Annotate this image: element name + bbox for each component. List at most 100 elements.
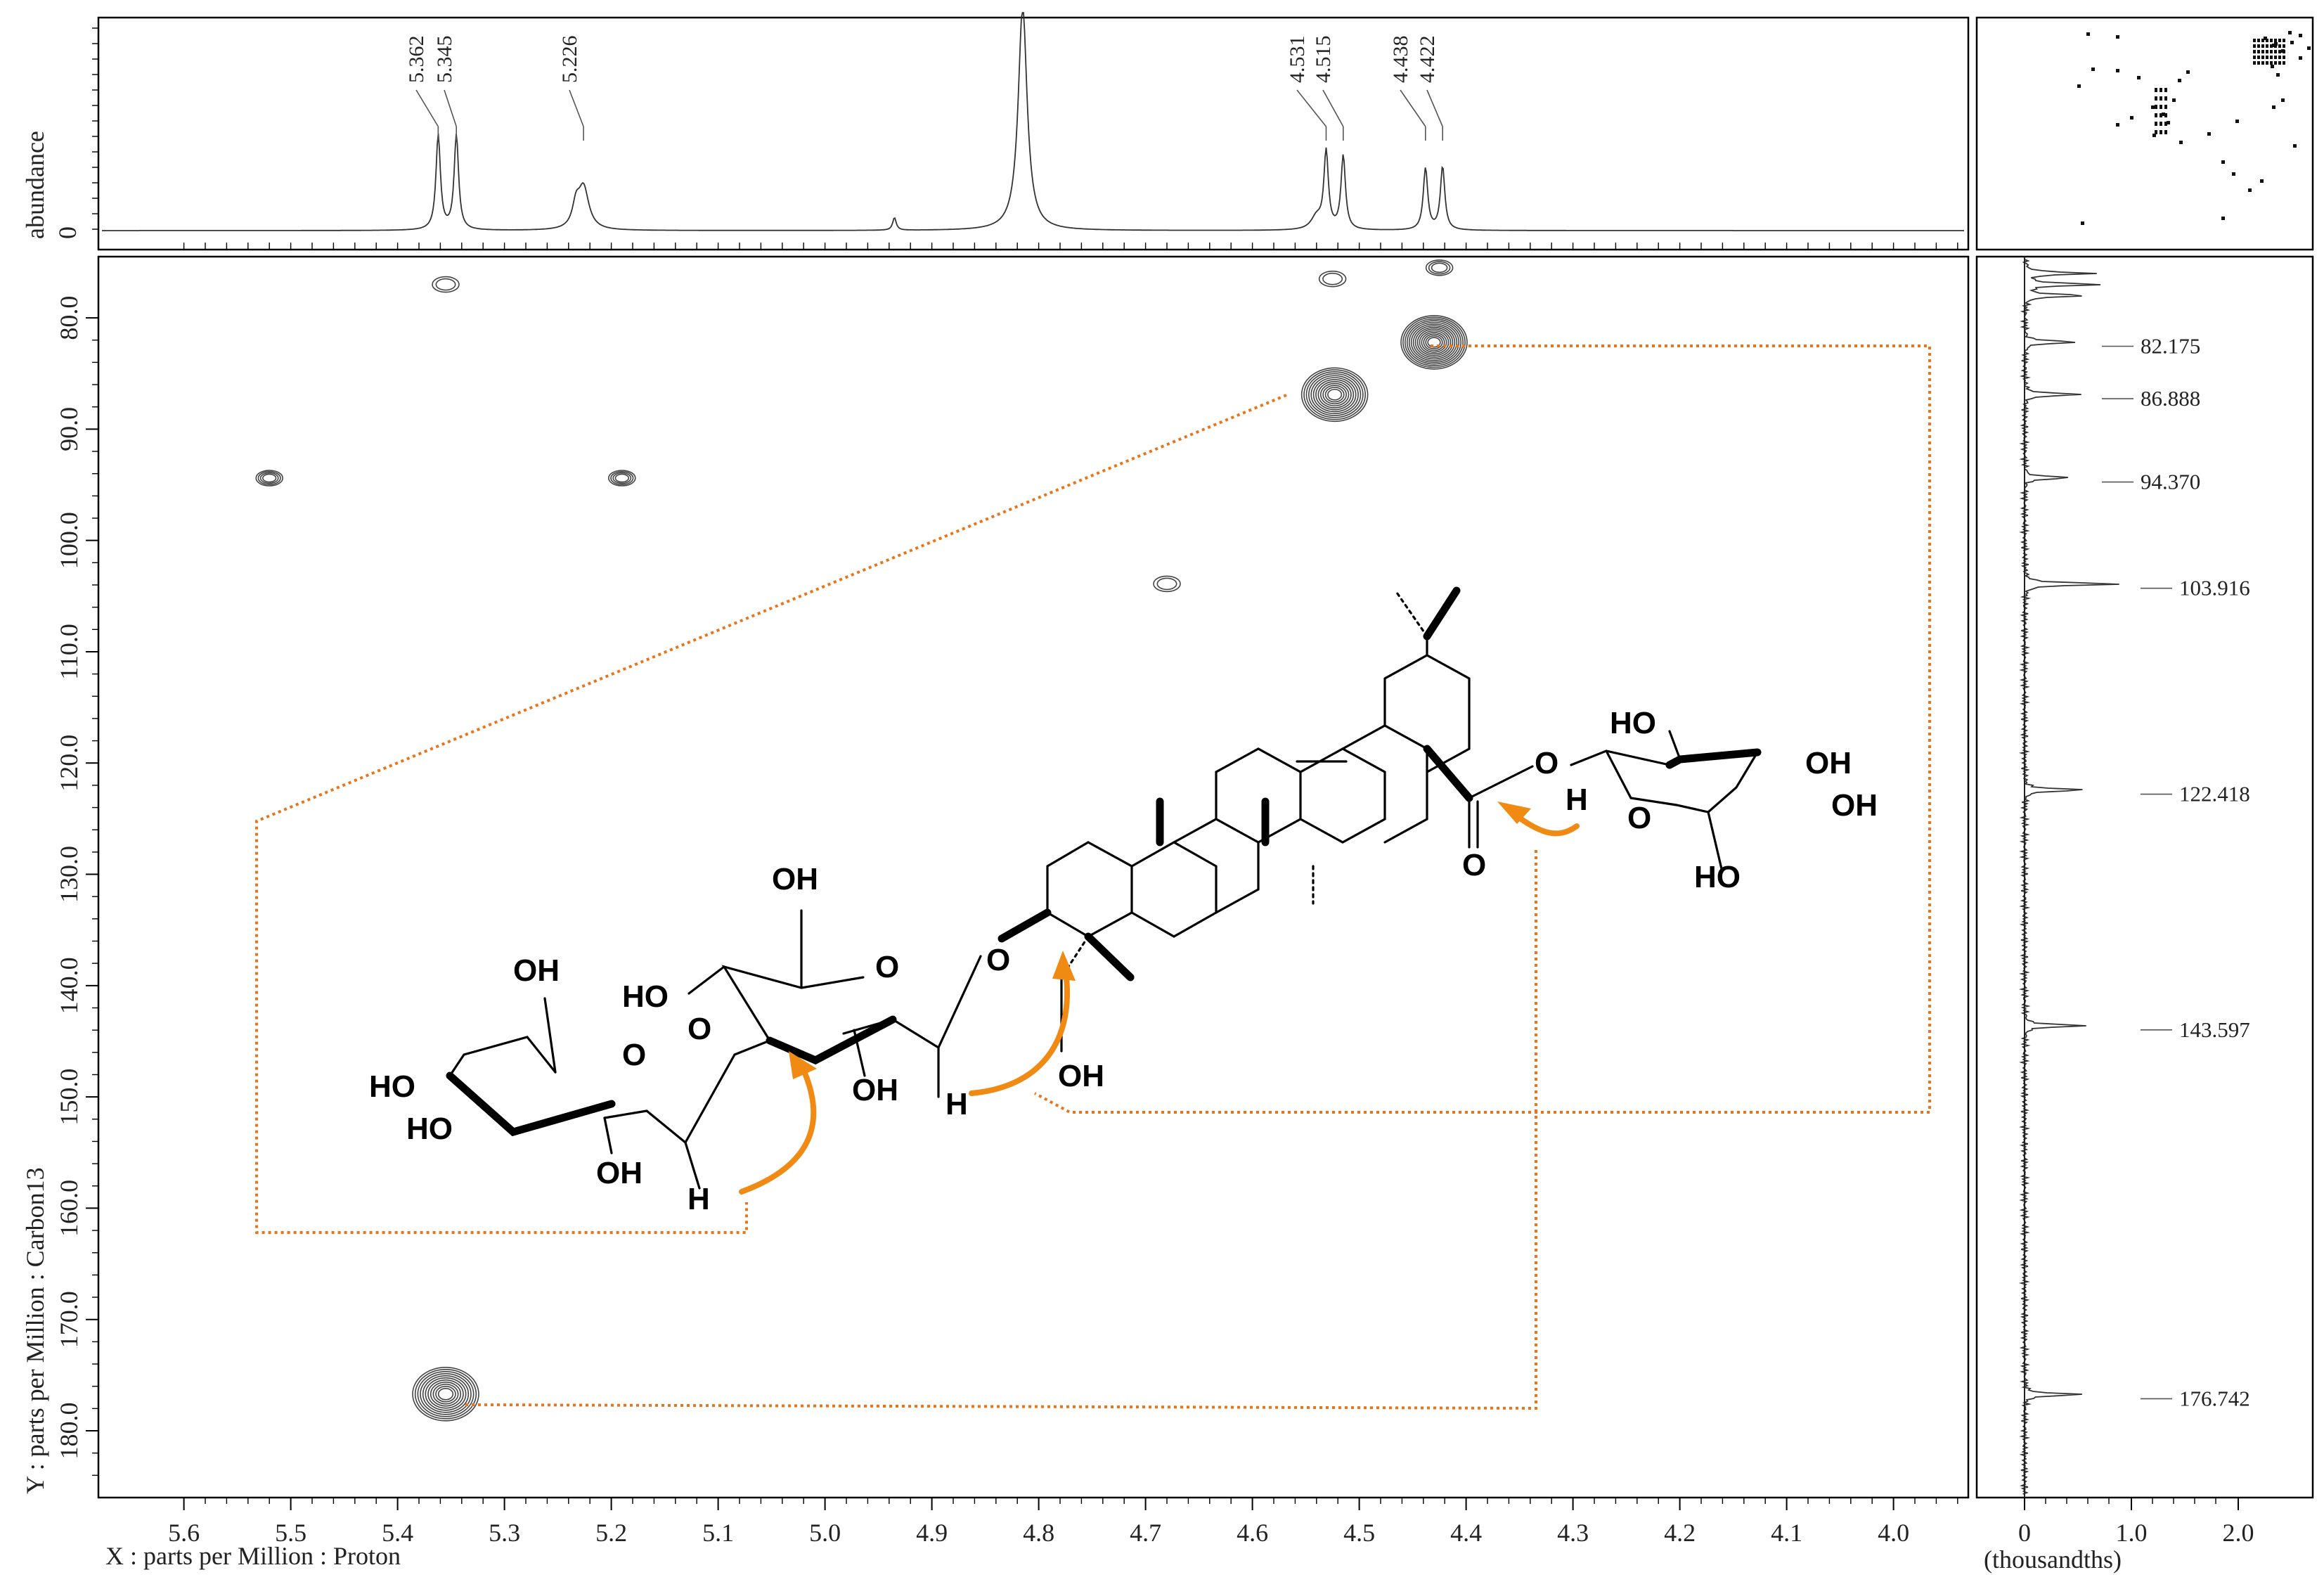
y-tick-label: 80.0 xyxy=(55,296,83,340)
label-oh-ester-c4: OH xyxy=(1831,788,1878,823)
contour-ring xyxy=(432,276,460,293)
y-axis-title: Y : parts per Million : Carbon13 xyxy=(21,1167,49,1494)
contour-ring xyxy=(1310,375,1359,415)
overview-dot-cluster xyxy=(2253,56,2256,59)
ring-d xyxy=(1299,747,1386,844)
x-tick-label: 4.1 xyxy=(1771,1519,1802,1547)
arrow-term-to-inner xyxy=(739,1062,817,1195)
hmbc-arrows xyxy=(739,802,1580,1195)
ester-glc-bold xyxy=(1665,748,1762,769)
peak-leader xyxy=(1322,89,1344,127)
contour-ring xyxy=(417,1370,475,1417)
overview-dot xyxy=(2260,179,2264,183)
label-h-term-anomeric: H xyxy=(687,1182,710,1216)
x-tick-label: 5.6 xyxy=(168,1519,200,1547)
overview-dot-cluster xyxy=(2261,39,2264,42)
top-projection-zero-label: 0 xyxy=(53,226,82,239)
ester-glc-ho-bond xyxy=(1668,730,1681,761)
contour-ring xyxy=(425,1377,467,1411)
contour-ring xyxy=(1428,261,1451,275)
x-tick-label: 4.4 xyxy=(1450,1519,1482,1547)
overview-dot xyxy=(2276,73,2280,77)
c3-o-wedge xyxy=(998,908,1052,943)
label-ho-inner: HO xyxy=(622,979,669,1014)
x-tick-label: 5.3 xyxy=(489,1519,520,1547)
overview-dot-cluster xyxy=(2278,44,2281,48)
overview-dot xyxy=(2264,37,2267,40)
hmbc-plot-frame xyxy=(97,255,1970,1499)
contour-ring xyxy=(1431,262,1448,273)
overview-dot-cluster xyxy=(2160,88,2162,92)
overview-dot-cluster xyxy=(2261,50,2264,53)
arrowhead-inner-to-aglycone xyxy=(1052,951,1076,981)
x-tick-label: 4.7 xyxy=(1130,1519,1161,1547)
overview-dot-cluster xyxy=(2274,56,2277,59)
overview-dot xyxy=(2130,116,2133,120)
overview-dot xyxy=(2271,65,2274,68)
carboxyl-wedge xyxy=(1423,745,1473,802)
right-x-tick-label: 1.0 xyxy=(2116,1519,2148,1547)
peak-leader xyxy=(569,89,584,127)
overview-dot-cluster xyxy=(2278,50,2281,53)
overview-dot xyxy=(2207,132,2211,136)
contour-ring xyxy=(1419,330,1450,355)
overview-dot xyxy=(2152,134,2156,137)
peak-shift-label: 4.438 xyxy=(1389,36,1412,84)
overview-dot-cluster xyxy=(2283,61,2285,65)
ring-a xyxy=(1046,841,1133,938)
overview-dot xyxy=(2293,144,2297,148)
overview-dot xyxy=(2091,67,2095,71)
x-tick-label: 5.2 xyxy=(595,1519,627,1547)
overview-dot-cluster xyxy=(2270,44,2273,48)
overview-dot-cluster xyxy=(2278,39,2281,42)
overview-dot xyxy=(2299,56,2302,60)
contour-ring xyxy=(607,470,636,487)
overview-dot xyxy=(2232,172,2235,176)
x-tick-label: 5.0 xyxy=(809,1519,841,1547)
term-glc-upper xyxy=(603,1109,687,1144)
overview-dot-cluster xyxy=(2274,44,2277,48)
right-projection: 82.17586.88894.370103.916122.418143.5971… xyxy=(1984,257,2254,1574)
label-ho-term-c4: HO xyxy=(369,1069,415,1104)
contour-ring xyxy=(1423,333,1445,352)
label-oh-c23: OH xyxy=(1058,1059,1104,1093)
label-oh-term-ch2: OH xyxy=(513,953,560,988)
overview-dot xyxy=(2288,31,2292,34)
overview-dot xyxy=(2221,217,2225,220)
y-tick-label: 140.0 xyxy=(55,957,83,1014)
right-x-tick-label: 2.0 xyxy=(2223,1519,2254,1547)
ring-c xyxy=(1215,747,1302,844)
overview-dot xyxy=(2116,69,2119,72)
overview-dot-cluster xyxy=(2274,50,2277,53)
overview-dot-cluster xyxy=(2155,130,2157,134)
label-o-carbonyl: O xyxy=(1462,848,1486,882)
overview-dot-cluster xyxy=(2283,39,2285,42)
overview-dot xyxy=(2307,46,2311,50)
label-h-inner-anomeric: H xyxy=(945,1087,968,1121)
x-axis-title: X : parts per Million : Proton xyxy=(105,1542,401,1570)
overview-dot-cluster xyxy=(2253,50,2256,53)
x-tick-label: 5.1 xyxy=(702,1519,734,1547)
peak-leader xyxy=(1400,89,1426,127)
overview-dot-cluster xyxy=(2261,61,2264,65)
contour-ring xyxy=(1427,337,1441,348)
hydroxymethyl-hash xyxy=(1060,935,1090,979)
overview-dot-cluster xyxy=(2257,50,2260,53)
peak-leader xyxy=(1296,89,1327,127)
y-tick-label: 120.0 xyxy=(55,735,83,792)
x-tick-label: 5.5 xyxy=(275,1519,306,1547)
contour-ring xyxy=(435,1385,456,1403)
contour-ring xyxy=(437,1387,454,1401)
right-peak-label: 94.370 xyxy=(2141,470,2200,494)
overview-dot xyxy=(2221,160,2225,164)
contour-ring xyxy=(259,472,279,484)
overview-dot xyxy=(2274,42,2278,46)
y-tick-label: 160.0 xyxy=(55,1180,83,1237)
overview-dot xyxy=(2086,32,2090,36)
label-oh-inner-c2: OH xyxy=(852,1073,898,1107)
contour-ring xyxy=(432,1383,459,1405)
peak-shift-label: 4.531 xyxy=(1286,36,1309,84)
